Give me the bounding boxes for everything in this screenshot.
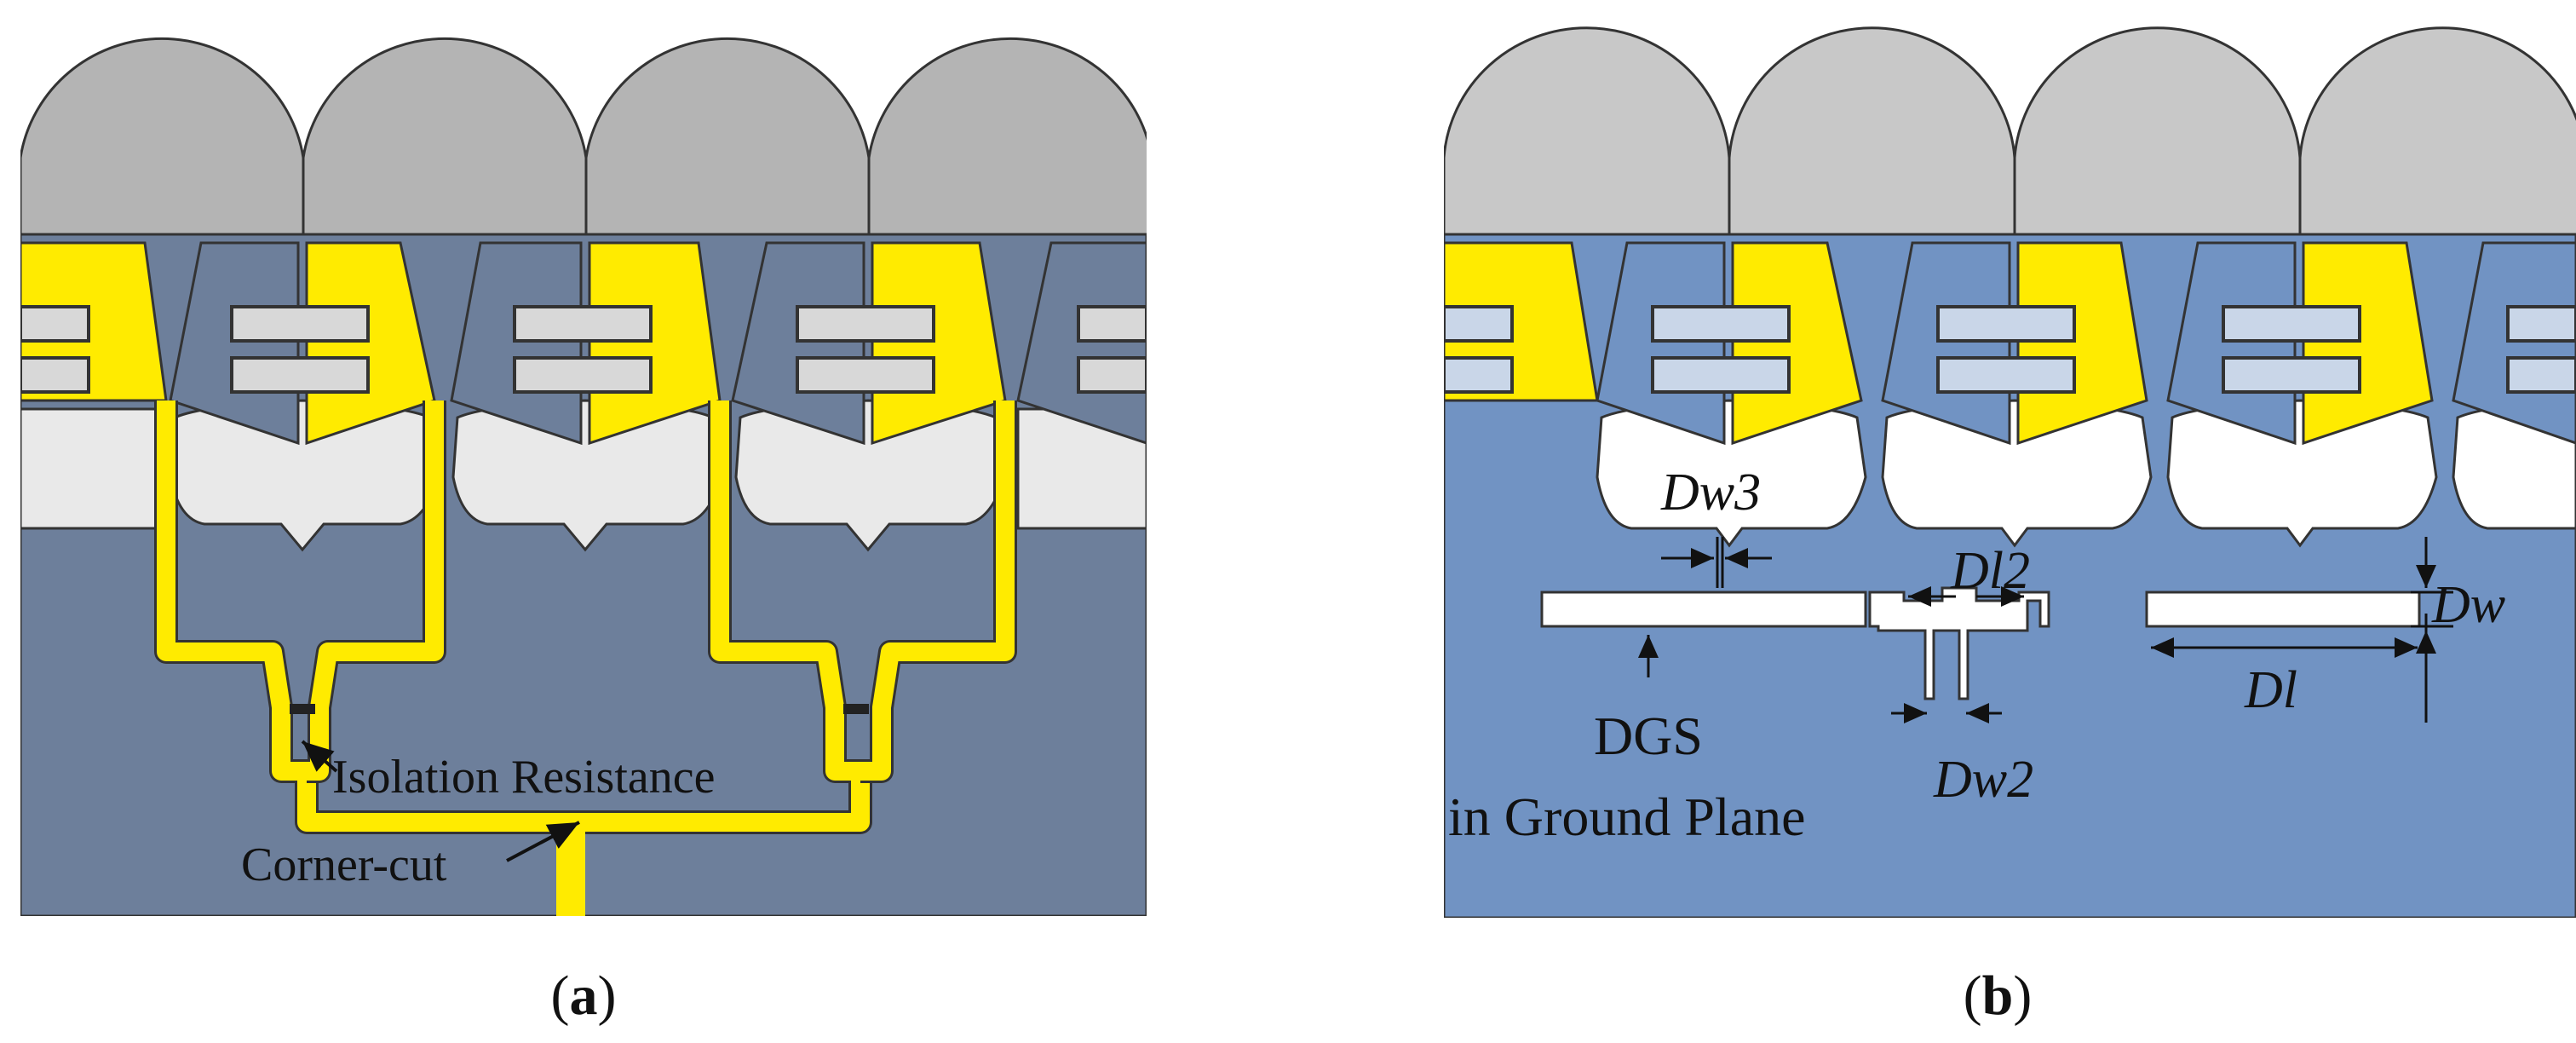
dim-dw3: Dw3 bbox=[1660, 464, 1761, 522]
panel-b: Dw3 Dl2 Dw Dl Dw2 DGS in Ground Plane (b… bbox=[1444, 26, 2576, 1027]
annotation-isolation-resistance: Isolation Resistance bbox=[332, 751, 715, 804]
caption-a: (a) bbox=[551, 965, 617, 1027]
arrow-icon bbox=[301, 740, 338, 773]
dim-dw2: Dw2 bbox=[1933, 751, 2033, 809]
arrow-icon bbox=[506, 821, 580, 862]
dim-dl: Dl bbox=[2244, 661, 2297, 719]
radiator-row-a bbox=[20, 37, 1147, 236]
dgs-slots bbox=[1540, 586, 2421, 700]
panel-a: Isolation Resistance Corner-cut (a) bbox=[20, 37, 1147, 1027]
annotation-corner-cut: Corner-cut bbox=[241, 838, 447, 891]
caption-b: (b) bbox=[1964, 965, 2033, 1027]
radiator-row-b bbox=[1444, 26, 2576, 236]
dim-dw: Dw bbox=[2431, 576, 2505, 634]
dim-dl2: Dl2 bbox=[1950, 542, 2030, 600]
label-dgs: DGS bbox=[1594, 706, 1703, 766]
label-ground-plane: in Ground Plane bbox=[1448, 787, 1806, 847]
